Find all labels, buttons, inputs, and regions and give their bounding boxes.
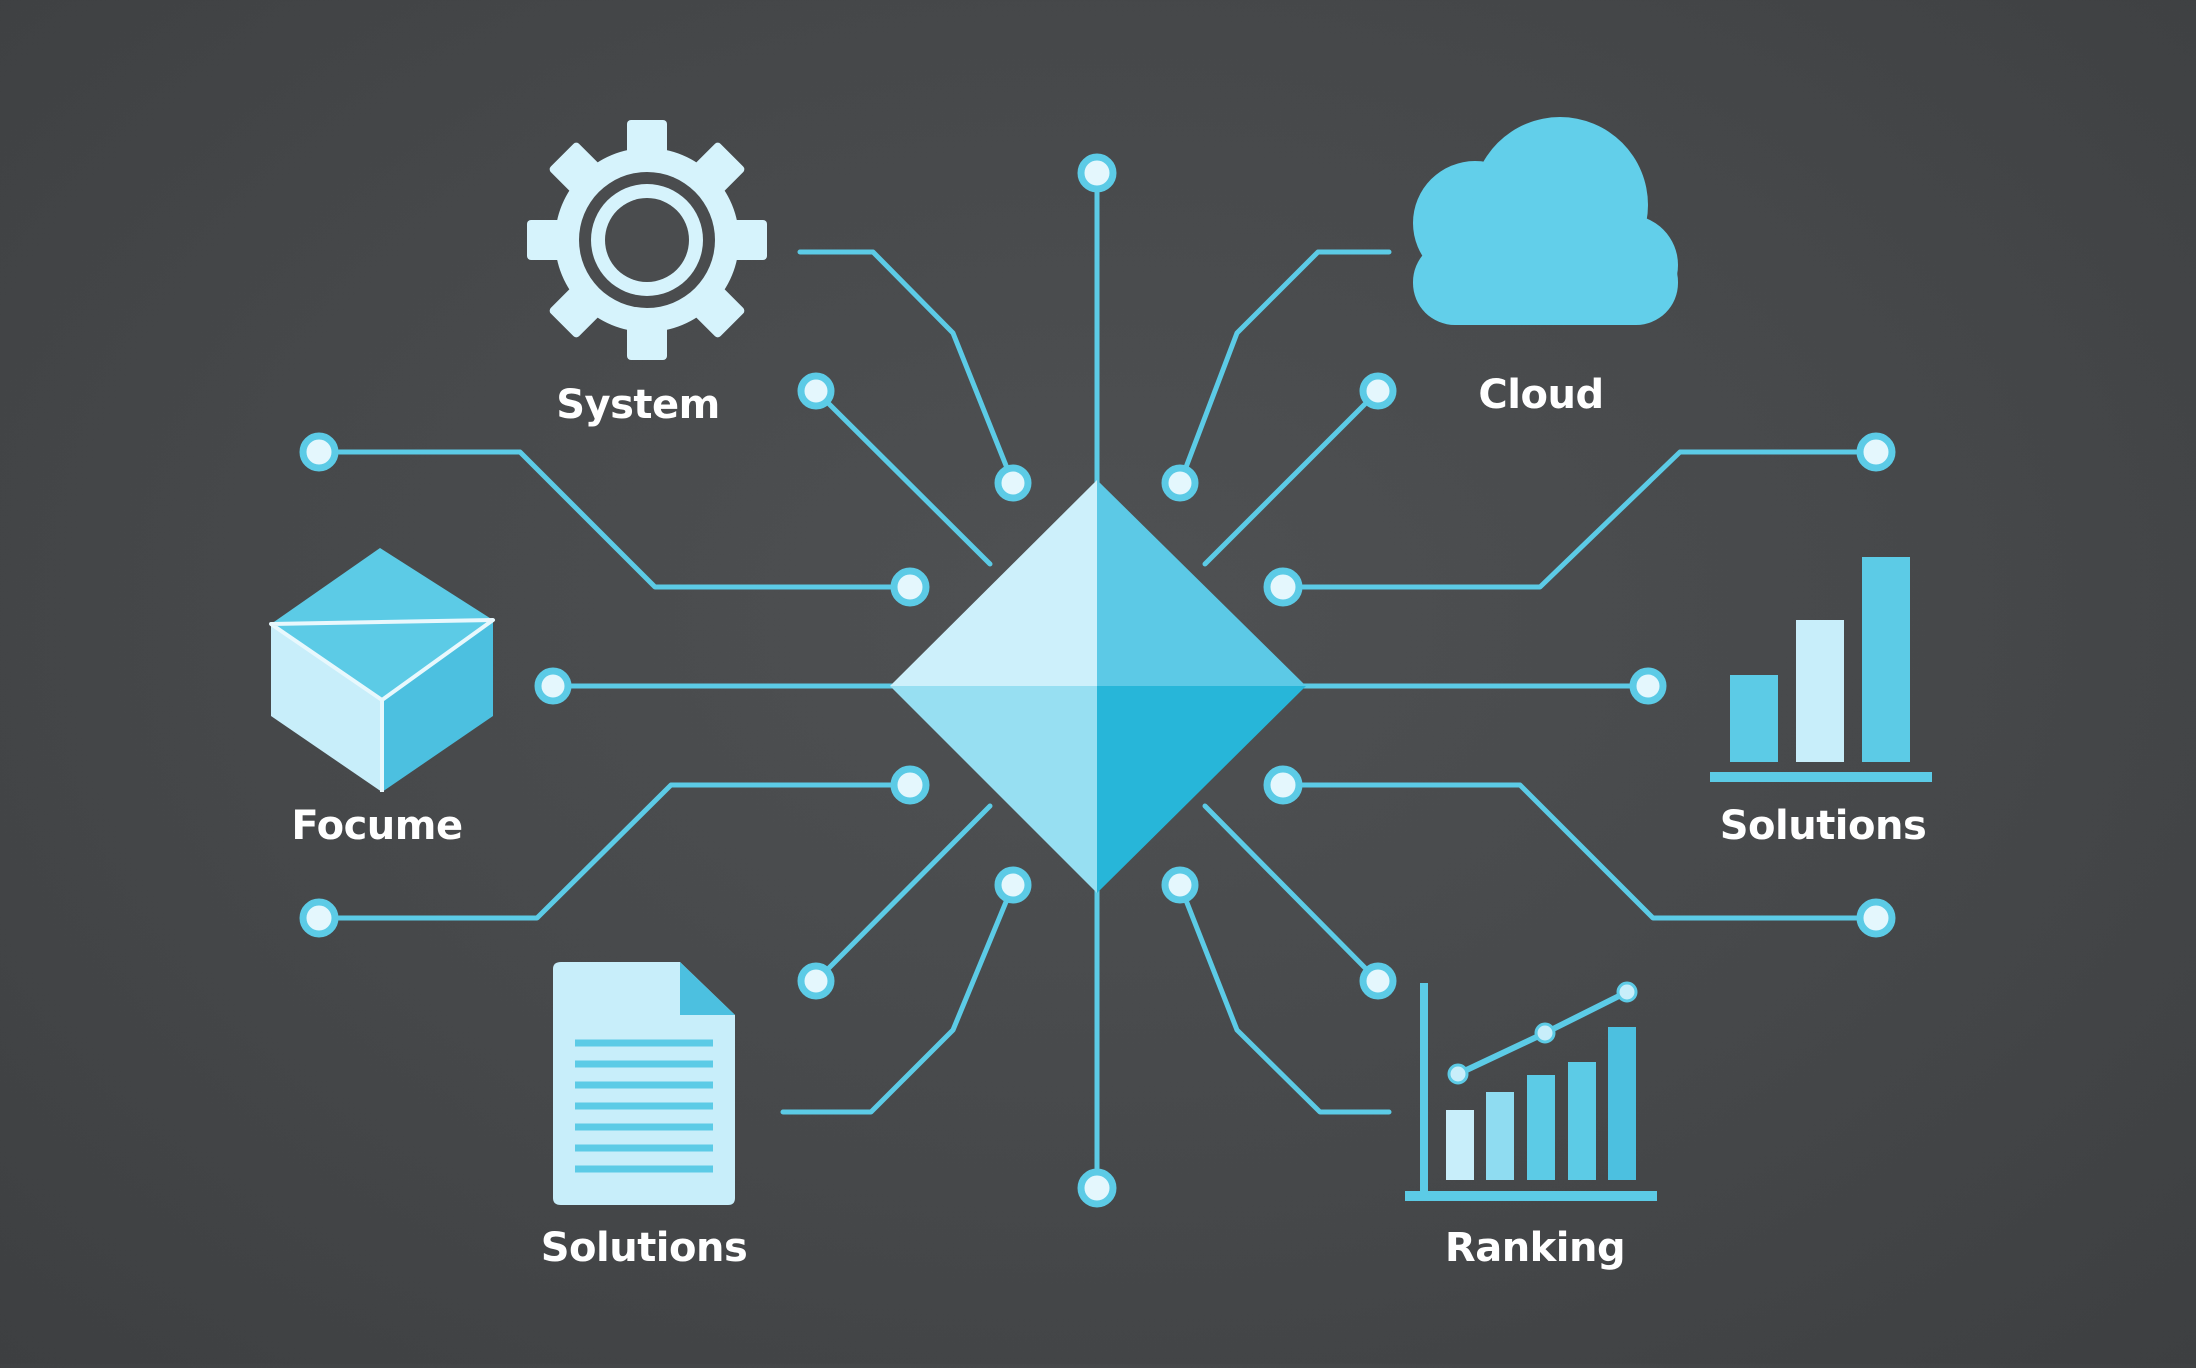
trend-chart-icon	[1405, 981, 1657, 1201]
connector-lines	[316, 170, 1879, 1191]
node-dot	[797, 372, 835, 410]
label-cloud: Cloud	[1478, 372, 1604, 418]
node-dot	[299, 898, 339, 938]
line-system	[797, 249, 1016, 486]
node-dot	[1263, 567, 1303, 607]
label-system: System	[556, 382, 720, 428]
line-document	[780, 882, 1016, 1115]
node-dot	[1856, 432, 1896, 472]
node-dot	[1161, 866, 1199, 904]
node-dot	[1629, 667, 1667, 705]
line-lower-left-long	[316, 782, 913, 921]
label-focume: Focume	[291, 803, 463, 849]
node-dot	[299, 432, 339, 472]
node-dot	[1359, 372, 1397, 410]
box-icon	[269, 548, 495, 792]
node-dot	[994, 464, 1032, 502]
node-dot	[1359, 962, 1397, 1000]
node-dot	[534, 667, 572, 705]
line-cloud	[1177, 249, 1392, 486]
node-dot	[797, 962, 835, 1000]
center-diamond	[890, 480, 1306, 893]
label-solutions-right: Solutions	[1719, 803, 1927, 849]
node-dot	[1263, 765, 1303, 805]
cloud-icon	[1413, 117, 1678, 325]
document-icon	[553, 962, 735, 1205]
line-upper-left-diag	[813, 388, 993, 567]
label-ranking: Ranking	[1444, 1225, 1626, 1271]
line-lower-left-diag	[813, 803, 993, 984]
line-upper-right-long	[1280, 449, 1879, 590]
line-upper-right-diag	[1202, 388, 1381, 567]
node-dot	[1077, 153, 1117, 193]
node-dot	[1856, 898, 1896, 938]
node-dot	[1077, 1168, 1117, 1208]
line-lower-right-diag	[1202, 803, 1381, 984]
gear-icon	[527, 120, 767, 360]
line-ranking	[1177, 882, 1392, 1115]
node-dot	[890, 765, 930, 805]
node-dot	[994, 866, 1032, 904]
label-solutions-left: Solutions	[540, 1225, 748, 1271]
line-upper-left-long	[316, 449, 913, 590]
node-dots	[299, 153, 1896, 1208]
node-dot	[1161, 464, 1199, 502]
line-lower-right-long	[1280, 782, 1879, 921]
bar-chart-icon	[1710, 557, 1932, 782]
node-dot	[890, 567, 930, 607]
